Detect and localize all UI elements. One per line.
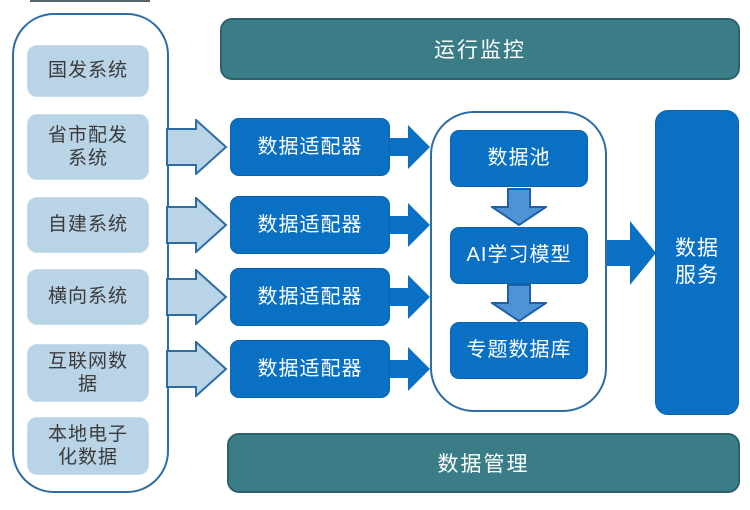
data-adapter-box-3: 数据适配器 xyxy=(230,268,390,326)
top-edge-line xyxy=(30,0,150,2)
pipeline-down-arrow-icon-2 xyxy=(491,284,547,322)
source-box-internet-data: 互联网数 据 xyxy=(27,344,149,402)
monitoring-bar: 运行监控 xyxy=(220,18,740,80)
management-bar: 数据管理 xyxy=(227,433,740,493)
data-service-box: 数据 服务 xyxy=(655,110,739,415)
ai-learning-model-box: AI学习模型 xyxy=(450,227,588,284)
source-box-self-built-system: 自建系统 xyxy=(27,197,149,253)
adapter-flow-arrow-icon-4 xyxy=(390,347,430,391)
source-flow-arrow-icon-3 xyxy=(166,269,228,325)
source-flow-arrow-icon-1 xyxy=(166,119,228,175)
adapter-flow-arrow-icon-2 xyxy=(390,203,430,247)
source-box-horizontal-system: 横向系统 xyxy=(27,269,149,325)
data-adapter-box-2: 数据适配器 xyxy=(230,196,390,254)
source-box-provincial-system: 省市配发 系统 xyxy=(27,114,149,180)
source-flow-arrow-icon-4 xyxy=(166,341,228,397)
data-pool-box: 数据池 xyxy=(450,130,588,187)
pipeline-down-arrow-icon-1 xyxy=(491,188,547,226)
thematic-database-box: 专题数据库 xyxy=(450,322,588,379)
source-box-local-digital-data: 本地电子 化数据 xyxy=(27,417,149,475)
data-adapter-box-1: 数据适配器 xyxy=(230,118,390,176)
service-flow-arrow-icon xyxy=(607,221,656,285)
adapter-flow-arrow-icon-3 xyxy=(390,275,430,319)
data-adapter-box-4: 数据适配器 xyxy=(230,340,390,398)
source-flow-arrow-icon-2 xyxy=(166,197,228,253)
source-box-national-system: 国发系统 xyxy=(27,45,149,97)
adapter-flow-arrow-icon-1 xyxy=(390,125,430,169)
